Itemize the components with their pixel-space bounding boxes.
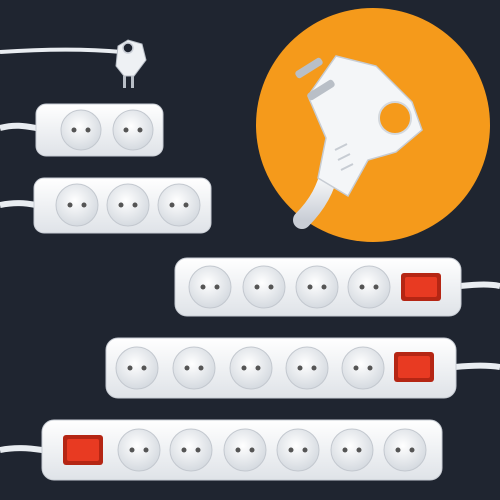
socket (106, 183, 150, 227)
plug-with-cable (0, 39, 147, 88)
socket (276, 428, 320, 472)
socket (169, 428, 213, 472)
power-strip-4-outlets-switch (174, 257, 500, 317)
socket (188, 265, 232, 309)
socket (347, 265, 391, 309)
power-strip-6-outlets-switch (0, 419, 443, 481)
plug-closeup (256, 8, 490, 242)
power-strip-2-outlets (0, 103, 164, 157)
socket (383, 428, 427, 472)
socket (330, 428, 374, 472)
socket (229, 346, 273, 390)
socket (223, 428, 267, 472)
socket (55, 183, 99, 227)
power-switch (63, 435, 103, 465)
power-strip-5-outlets-switch (105, 337, 500, 399)
socket (242, 265, 286, 309)
power-switch (401, 273, 441, 301)
socket (285, 346, 329, 390)
socket (172, 346, 216, 390)
power-switch (394, 352, 434, 382)
socket (60, 109, 102, 151)
power-strip-3-outlets (0, 177, 212, 234)
socket (295, 265, 339, 309)
socket (112, 109, 154, 151)
socket (115, 346, 159, 390)
socket (117, 428, 161, 472)
socket (157, 183, 201, 227)
socket (341, 346, 385, 390)
